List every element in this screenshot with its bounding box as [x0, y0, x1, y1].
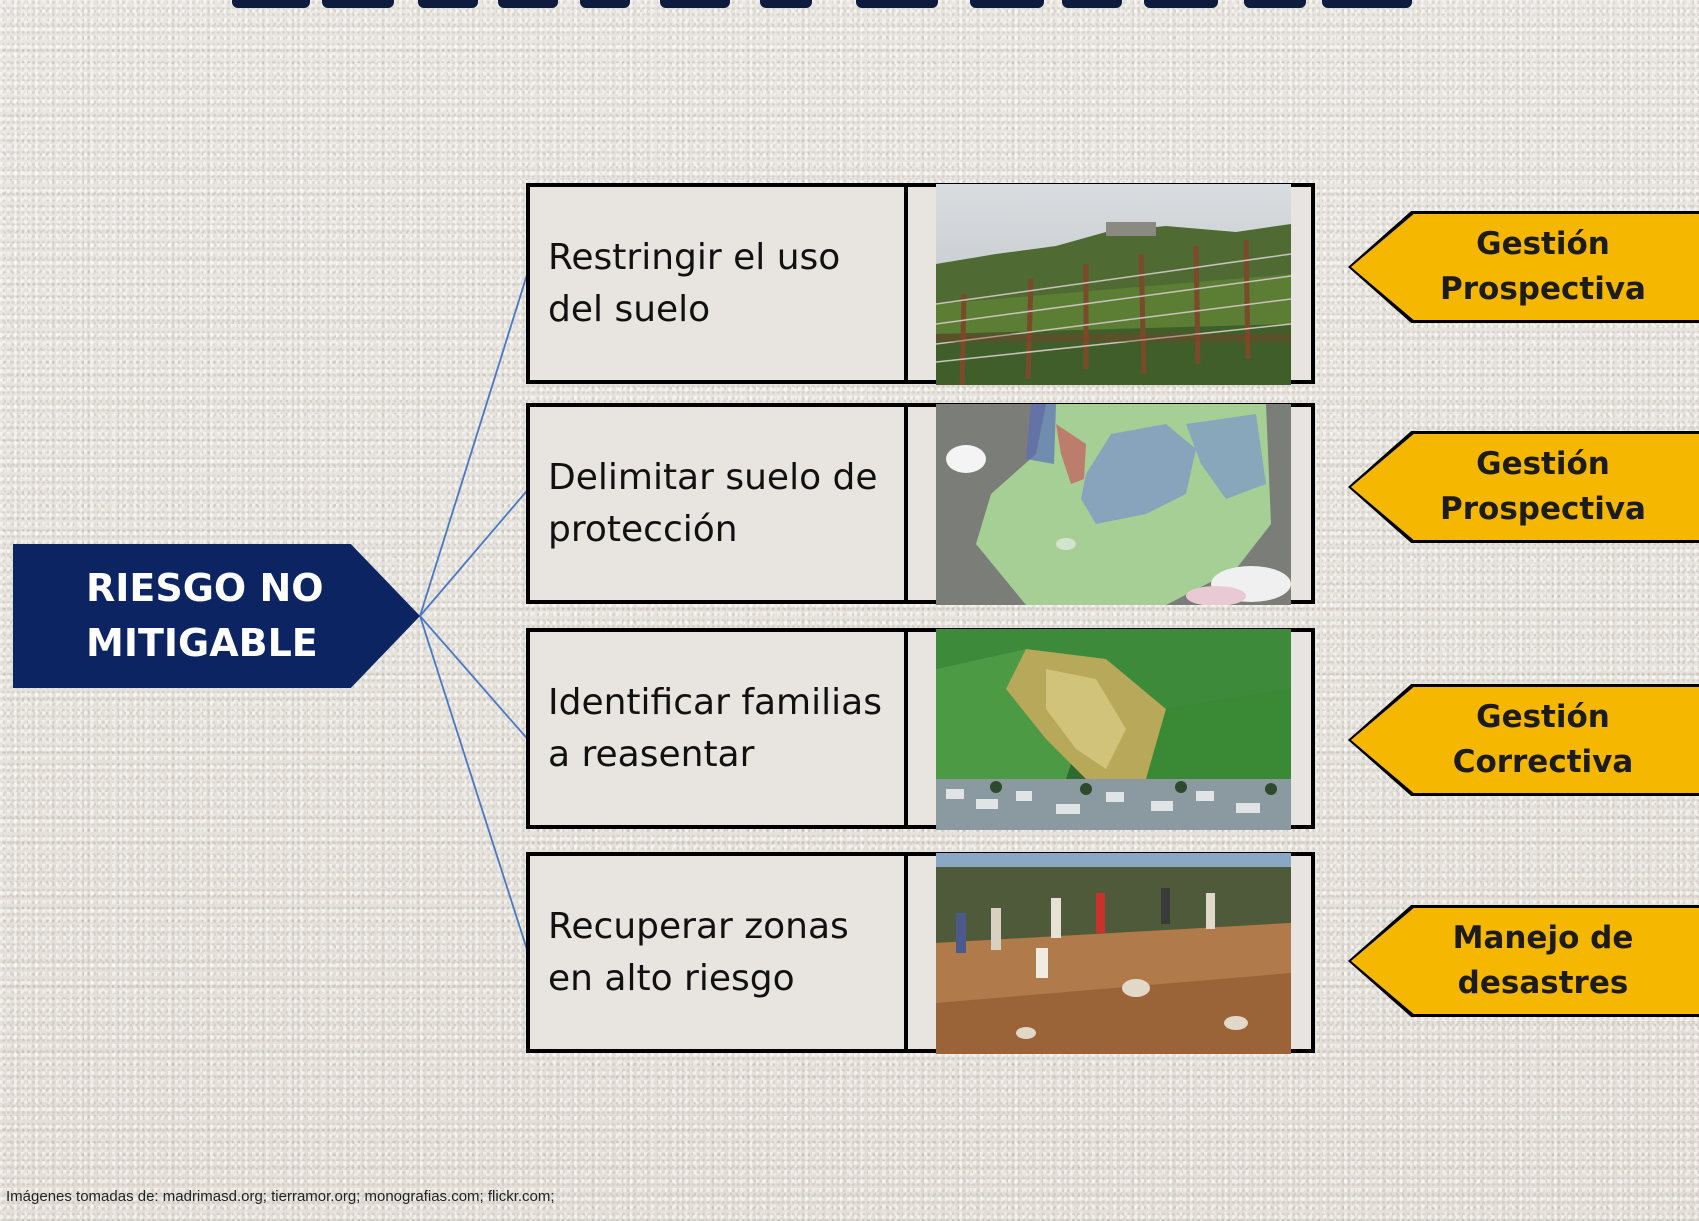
image-credits: Imágenes tomadas de: madrimasd.org; tier…: [6, 1188, 555, 1205]
action-row-identificar: Identificar familias a reasentar: [526, 628, 1315, 830]
action-row-restringir: Restringir el uso del suelo: [526, 183, 1315, 385]
riesgo-no-mitigable-chevron: RIESGO NO MITIGABLE: [13, 544, 420, 688]
tag-label: Gestión Prospectiva: [1440, 226, 1646, 307]
action-row-recuperar: Recuperar zonas en alto riesgo: [526, 852, 1315, 1054]
connector-line: [419, 261, 532, 617]
tag-label: Gestión Correctiva: [1452, 699, 1634, 780]
connector-line: [419, 615, 532, 963]
source-label: RIESGO NO MITIGABLE: [86, 566, 324, 665]
connector-line: [419, 615, 532, 744]
protection-zone-map-photo: [936, 404, 1291, 605]
action-text-cell: Restringir el uso del suelo: [530, 187, 908, 380]
fenced-hillside-photo: [936, 184, 1291, 385]
landslide-town-photo: [936, 629, 1291, 830]
tag-gestion-prospectiva: Gestión Prospectiva: [1348, 211, 1699, 323]
action-text-cell: Identificar familias a reasentar: [530, 632, 908, 825]
hillside-workers-photo: [936, 853, 1291, 1054]
action-label: Delimitar suelo de protección: [548, 456, 878, 550]
tag-gestion-correctiva: Gestión Correctiva: [1348, 684, 1699, 796]
cropped-title-strip: [0, 0, 1699, 10]
tag-gestion-prospectiva: Gestión Prospectiva: [1348, 431, 1699, 543]
connector-line: [419, 485, 532, 617]
tag-label: Gestión Prospectiva: [1440, 446, 1646, 527]
action-label: Recuperar zonas en alto riesgo: [548, 905, 849, 999]
tag-label: Manejo de desastres: [1452, 920, 1634, 1001]
action-row-delimitar: Delimitar suelo de protección: [526, 403, 1315, 605]
action-text-cell: Recuperar zonas en alto riesgo: [530, 856, 908, 1049]
action-label: Identificar familias a reasentar: [548, 681, 882, 775]
action-text-cell: Delimitar suelo de protección: [530, 407, 908, 600]
tag-manejo-de-desastres: Manejo de desastres: [1348, 905, 1699, 1017]
action-label: Restringir el uso del suelo: [548, 236, 841, 330]
